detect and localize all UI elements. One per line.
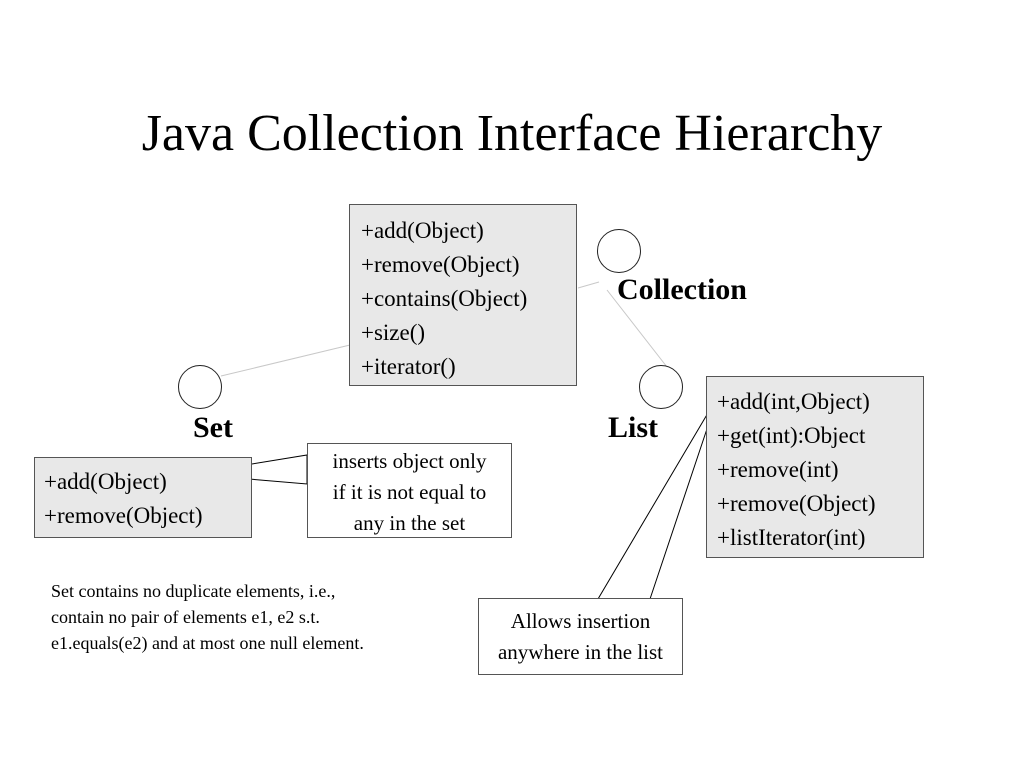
- set-description-line: Set contains no duplicate elements, i.e.…: [51, 581, 336, 601]
- list-insert-note-line: anywhere in the list: [497, 640, 664, 664]
- list-method: +remove(int): [717, 457, 839, 482]
- collection-to-methods-link: [577, 281, 600, 289]
- set-add-note-line: if it is not equal to: [332, 480, 487, 504]
- list-method: +get(int):Object: [717, 423, 866, 448]
- set-interface-icon: [178, 365, 222, 409]
- set-add-note: inserts object only if it is not equal t…: [307, 443, 512, 538]
- set-method: +add(Object): [44, 469, 167, 494]
- collection-methods-box: +add(Object) +remove(Object) +contains(O…: [349, 204, 577, 386]
- collection-interface-icon: [597, 229, 641, 273]
- set-description-line: contain no pair of elements e1, e2 s.t.: [51, 607, 320, 627]
- set-description: Set contains no duplicate elements, i.e.…: [51, 578, 364, 656]
- collection-to-list-link: [606, 289, 668, 368]
- set-methods-box: +add(Object) +remove(Object): [34, 457, 252, 538]
- list-interface-icon: [639, 365, 683, 409]
- set-interface-label: Set: [193, 411, 233, 444]
- collection-method: +add(Object): [361, 218, 484, 243]
- set-to-collection-link: [220, 344, 351, 377]
- list-interface-label: List: [608, 411, 659, 444]
- list-methods-box: +add(int,Object) +get(int):Object +remov…: [706, 376, 924, 558]
- collection-method: +size(): [361, 320, 426, 345]
- set-add-note-line: inserts object only: [332, 449, 487, 473]
- list-insert-note-line: Allows insertion: [510, 609, 651, 633]
- collection-method: +contains(Object): [361, 286, 528, 311]
- list-method: +listIterator(int): [717, 525, 866, 550]
- set-description-line: e1.equals(e2) and at most one null eleme…: [51, 633, 364, 653]
- list-insert-note: Allows insertion anywhere in the list: [478, 598, 683, 675]
- collection-interface-label: Collection: [617, 273, 747, 306]
- collection-method: +iterator(): [361, 354, 456, 379]
- diagram-title: Java Collection Interface Hierarchy: [141, 105, 883, 162]
- set-method: +remove(Object): [44, 503, 203, 528]
- set-add-note-line: any in the set: [353, 511, 466, 535]
- collection-method: +remove(Object): [361, 252, 520, 277]
- list-method: +remove(Object): [717, 491, 876, 516]
- list-method: +add(int,Object): [717, 389, 870, 414]
